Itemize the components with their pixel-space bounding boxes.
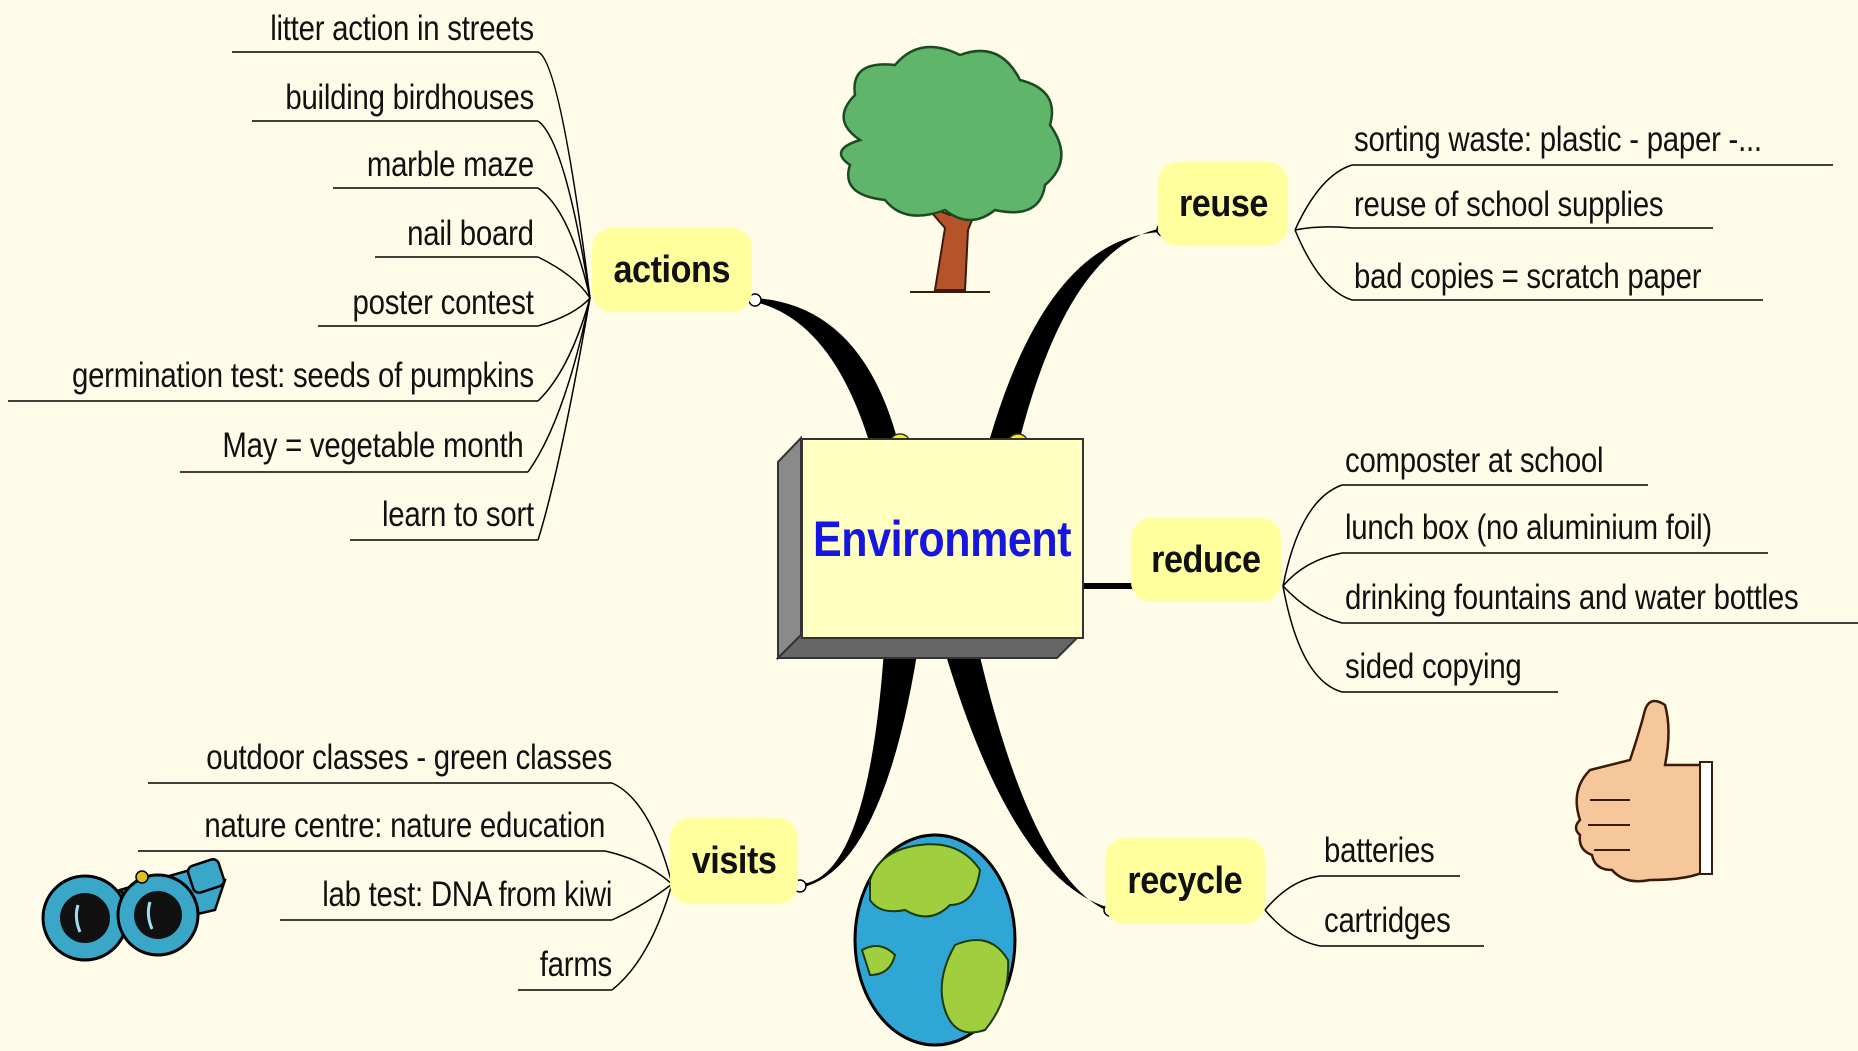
tree-icon [839,45,1063,293]
connector-actions [755,298,897,438]
connector-recycle [940,635,1110,912]
binoculars-icon [41,858,227,962]
visits-leaf-lines [138,782,673,991]
leaf-reduce-1[interactable]: lunch box (no aluminium foil) [1345,508,1712,547]
recycle-leaf-lines [1264,875,1484,947]
leaf-recycle-1[interactable]: cartridges [1324,901,1451,940]
branch-visits[interactable]: visits [670,818,798,904]
globe-icon [853,833,1017,1047]
leaf-actions-1[interactable]: building birdhouses [285,78,534,117]
branch-reuse[interactable]: reuse [1158,162,1288,246]
central-node[interactable]: Environment [801,438,1084,639]
branch-recycle[interactable]: recycle [1105,838,1265,924]
leaf-visits-1[interactable]: nature centre: nature education [204,806,605,845]
leaf-reduce-0[interactable]: composter at school [1345,441,1604,480]
branch-recycle-label: recycle [1127,859,1243,902]
leaf-reuse-0[interactable]: sorting waste: plastic - paper -... [1354,120,1762,159]
leaf-reduce-2[interactable]: drinking fountains and water bottles [1345,578,1799,617]
central-title: Environment [813,510,1072,567]
leaf-reuse-2[interactable]: bad copies = scratch paper [1354,257,1702,296]
leaf-reduce-3[interactable]: sided copying [1345,647,1522,686]
branch-reduce[interactable]: reduce [1131,518,1281,602]
leaf-actions-2[interactable]: marble maze [366,145,534,184]
leaf-recycle-0[interactable]: batteries [1324,831,1435,870]
branch-actions[interactable]: actions [592,228,752,312]
leaf-actions-3[interactable]: nail board [407,214,534,253]
leaf-visits-3[interactable]: farms [539,945,613,984]
connector-reuse [990,228,1163,438]
leaf-actions-7[interactable]: learn to sort [382,495,534,534]
branch-visits-label: visits [691,839,777,882]
branch-reuse-label: reuse [1178,182,1268,225]
leaf-actions-0[interactable]: litter action in streets [270,9,534,48]
actions-leaf-lines [8,51,591,541]
leaf-actions-6[interactable]: May = vegetable month [222,426,524,465]
reuse-leaf-lines [1294,164,1833,301]
reduce-leaf-lines [1282,484,1858,693]
connector-reduce [1080,583,1138,589]
branch-reduce-label: reduce [1151,538,1261,581]
connector-visits [800,635,920,888]
leaf-visits-2[interactable]: lab test: DNA from kiwi [322,875,612,914]
leaf-actions-4[interactable]: poster contest [352,283,534,322]
leaf-visits-0[interactable]: outdoor classes - green classes [206,738,612,777]
branch-actions-label: actions [613,248,731,291]
leaf-actions-5[interactable]: germination test: seeds of pumpkins [72,356,534,395]
leaf-reuse-1[interactable]: reuse of school supplies [1354,185,1664,224]
thumbs-up-icon [1574,699,1713,883]
